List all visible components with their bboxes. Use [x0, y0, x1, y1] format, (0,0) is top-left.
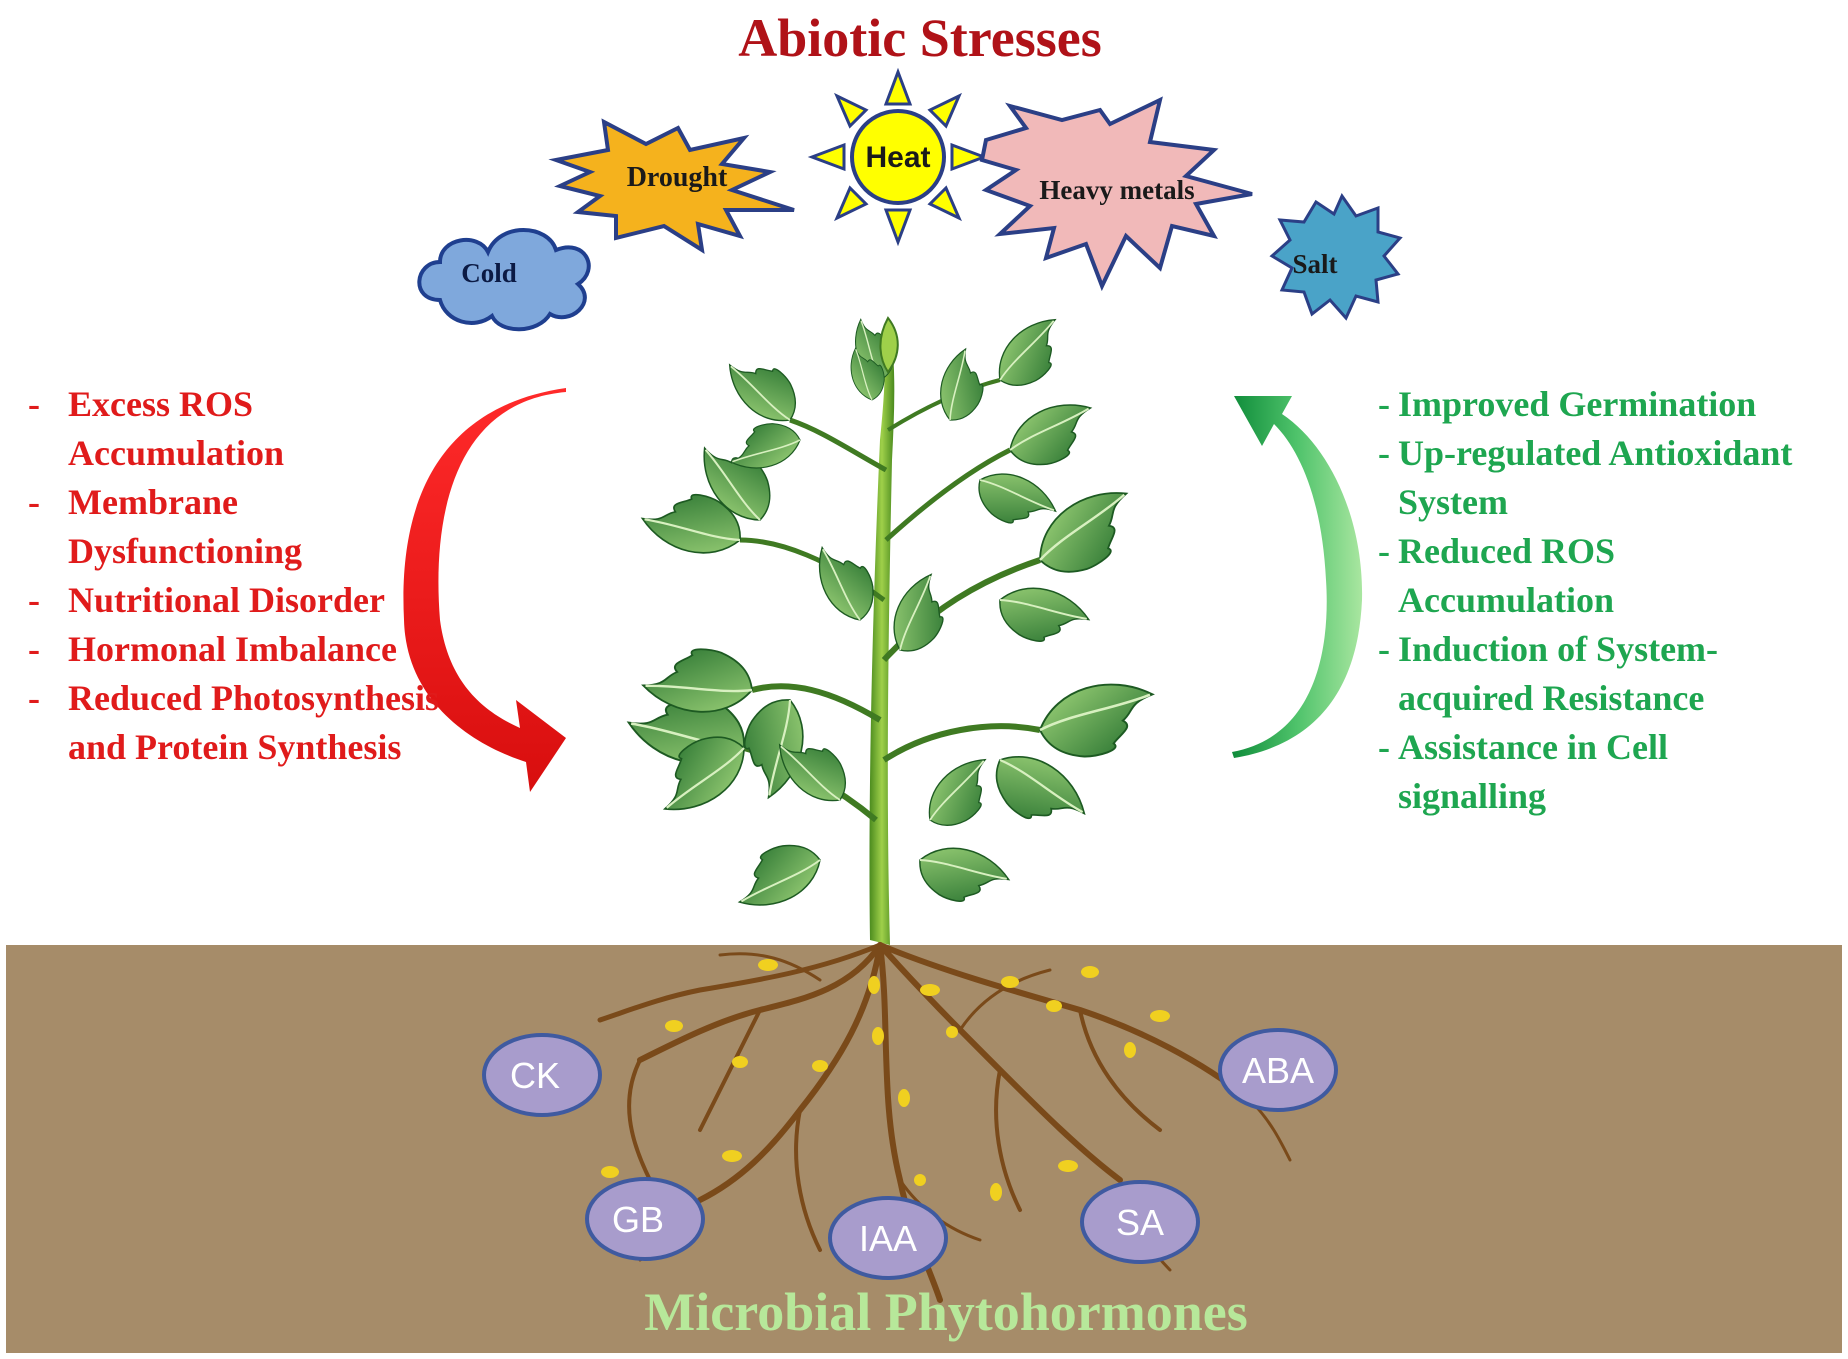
hormone-aba-label: ABA — [1242, 1050, 1314, 1091]
negative-effects-list: Excess ROS Accumulation Membrane Dysfunc… — [28, 380, 448, 772]
hormone-ck: CK — [482, 1033, 602, 1117]
hormone-iaa: IAA — [828, 1196, 948, 1280]
microbe-dots — [601, 959, 1170, 1201]
heat-label: Heat — [865, 141, 930, 174]
hormone-sa: SA — [1080, 1180, 1200, 1264]
negative-effect-item: Reduced Photosynthesis and Protein Synth… — [28, 674, 448, 772]
hormone-sa-label: SA — [1116, 1202, 1164, 1243]
green-curved-arrow-icon — [1232, 396, 1363, 758]
soil-background — [6, 945, 1842, 1353]
positive-effect-item: Reduced ROS Accumulation — [1378, 527, 1818, 625]
drought-burst-icon — [548, 118, 795, 255]
cold-cloud-icon — [417, 228, 591, 332]
hormone-gb-label: GB — [612, 1199, 664, 1240]
positive-effect-item: Assistance in Cell signalling — [1378, 723, 1818, 821]
plant-illustration — [621, 309, 1163, 945]
heavy-metals-label: Heavy metals — [1039, 175, 1194, 205]
hormone-gb: GB — [585, 1177, 705, 1261]
hormone-aba: ABA — [1218, 1028, 1338, 1112]
negative-effect-item: Hormonal Imbalance — [28, 625, 448, 674]
cold-label: Cold — [461, 258, 517, 288]
roots-illustration — [597, 942, 1292, 1303]
heat-sun-icon — [807, 67, 989, 247]
positive-effect-item: Up-regulated Antioxidant System — [1378, 429, 1818, 527]
salt-star-icon — [1269, 192, 1403, 321]
positive-effect-item: Improved Germination — [1378, 380, 1818, 429]
negative-effect-item: Excess ROS Accumulation — [28, 380, 448, 478]
hormone-iaa-label: IAA — [859, 1218, 917, 1259]
diagram-title: Abiotic Stresses — [738, 8, 1101, 68]
hormone-ck-label: CK — [510, 1055, 560, 1096]
heavy-metals-burst-icon — [979, 96, 1253, 292]
negative-effect-item: Membrane Dysfunctioning — [28, 478, 448, 576]
negative-effect-item: Nutritional Disorder — [28, 576, 448, 625]
salt-label: Salt — [1292, 249, 1337, 279]
drought-label: Drought — [627, 162, 728, 193]
positive-effects-list: Improved Germination Up-regulated Antiox… — [1378, 380, 1818, 821]
positive-effect-item: Induction of System-acquired Resistance — [1378, 625, 1818, 723]
microbial-phytohormones-label: Microbial Phytohormones — [644, 1282, 1247, 1342]
